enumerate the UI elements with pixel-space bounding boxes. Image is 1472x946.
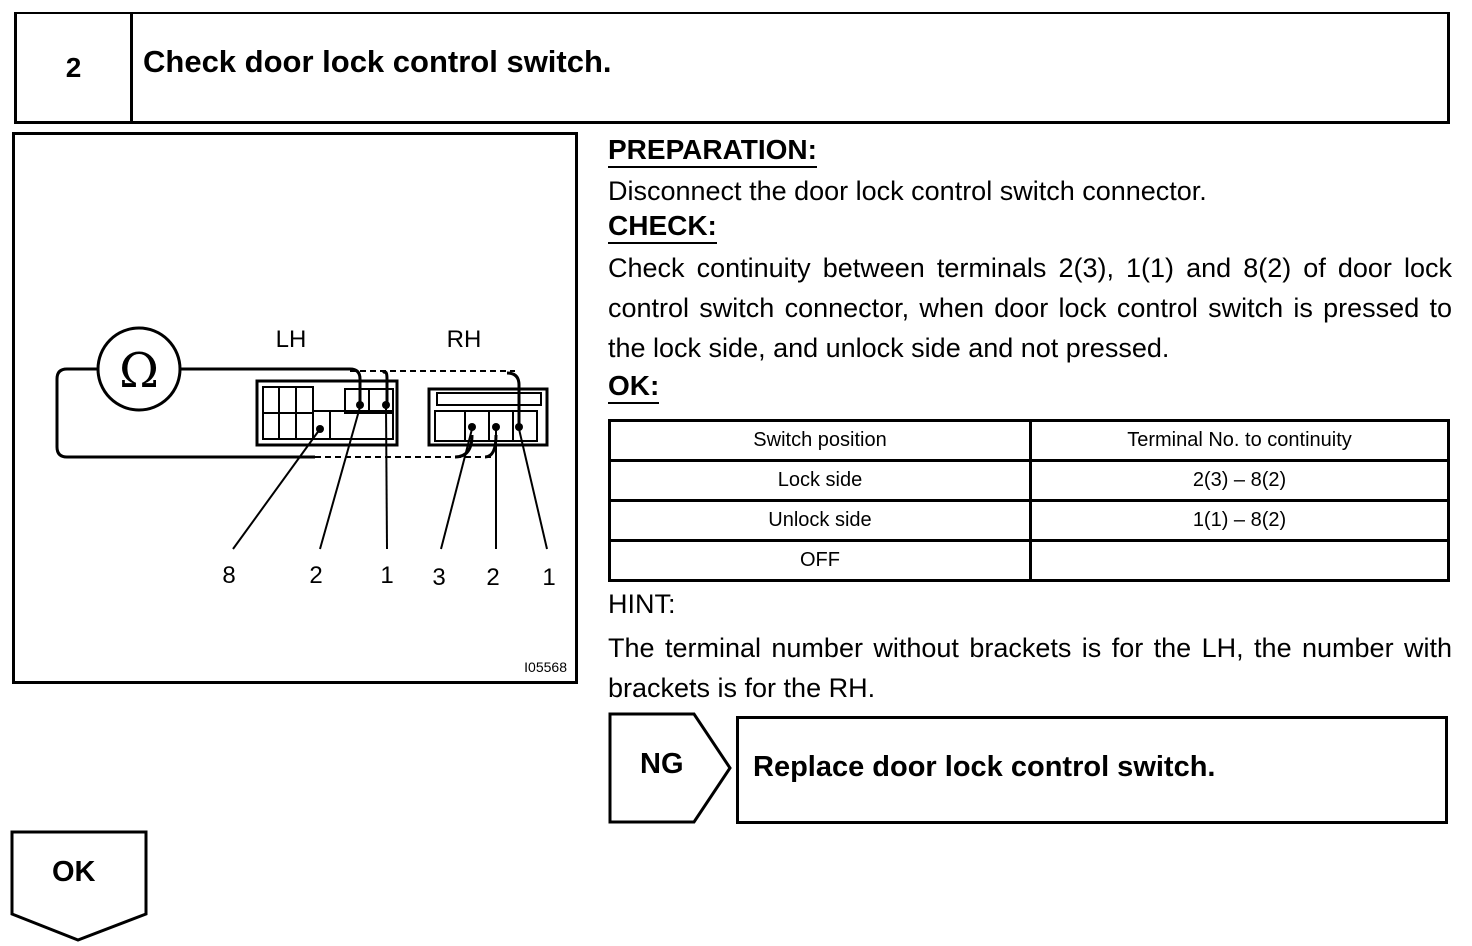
table-header-row: Switch position Terminal No. to continui… xyxy=(608,419,1450,462)
rh-label: RH xyxy=(447,326,482,353)
lh-terminal-2: 2 xyxy=(309,562,322,589)
lh-label: LH xyxy=(276,326,307,353)
figure-code: I05568 xyxy=(524,659,567,675)
ok-heading: OK: xyxy=(608,370,660,404)
check-text: Check continuity between terminals 2(3),… xyxy=(608,253,1452,363)
table-cell: Unlock side xyxy=(608,499,1032,542)
step-header: 2 Check door lock control switch. xyxy=(14,12,1450,124)
continuity-table: Switch position Terminal No. to continui… xyxy=(608,419,1450,582)
lh-terminal-8: 8 xyxy=(222,562,235,589)
step-number: 2 xyxy=(17,14,133,121)
rh-terminal-2: 2 xyxy=(486,564,499,591)
connector-diagram-svg: Ω xyxy=(55,326,556,591)
connector-diagram: Ω xyxy=(12,132,578,684)
preparation-heading: PREPARATION: xyxy=(608,134,817,168)
table-row: OFF xyxy=(608,539,1450,582)
ok-label: OK xyxy=(52,856,96,888)
table-cell: 2(3) – 8(2) xyxy=(1029,459,1450,502)
rh-terminal-1: 1 xyxy=(542,564,555,591)
table-row: Unlock side 1(1) – 8(2) xyxy=(608,499,1450,542)
table-cell: 1(1) – 8(2) xyxy=(1029,499,1450,542)
ohm-symbol: Ω xyxy=(119,343,159,399)
table-cell: Lock side xyxy=(608,459,1032,502)
step-title: Check door lock control switch. xyxy=(143,44,612,79)
hint-label: HINT: xyxy=(608,589,676,619)
table-header: Terminal No. to continuity xyxy=(1029,419,1450,462)
lh-terminal-1: 1 xyxy=(380,562,393,589)
ng-action-text: Replace door lock control switch. xyxy=(753,751,1216,783)
ng-action-box: Replace door lock control switch. xyxy=(736,716,1448,824)
hint-text: The terminal number without brackets is … xyxy=(608,633,1452,703)
rh-terminal-3: 3 xyxy=(432,564,445,591)
check-heading: CHECK: xyxy=(608,210,717,244)
ng-arrow-icon xyxy=(608,712,732,824)
table-cell xyxy=(1029,539,1450,582)
ok-arrow-icon xyxy=(10,830,148,942)
table-row: Lock side 2(3) – 8(2) xyxy=(608,459,1450,502)
preparation-text: Disconnect the door lock control switch … xyxy=(608,176,1207,206)
table-cell: OFF xyxy=(608,539,1032,582)
ng-label: NG xyxy=(640,748,684,780)
table-header: Switch position xyxy=(608,419,1032,462)
